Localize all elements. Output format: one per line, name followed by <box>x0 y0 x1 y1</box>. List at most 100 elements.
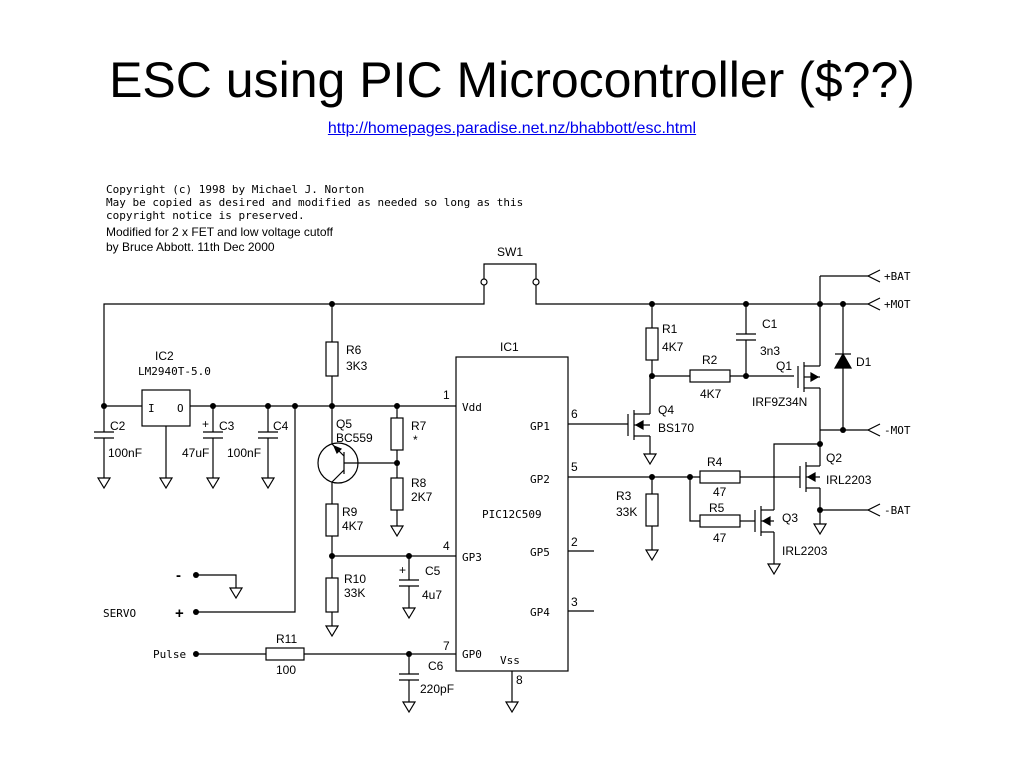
copyright-note: Copyright (c) 1998 by Michael J. Norton … <box>106 183 523 222</box>
mosfet-q1: Q1 IRF9Z34N <box>752 301 823 430</box>
svg-text:4u7: 4u7 <box>422 588 442 602</box>
svg-text:C5: C5 <box>425 564 441 578</box>
pulse-label: Pulse <box>153 648 186 661</box>
plus-bat-label: +BAT <box>884 270 911 283</box>
svg-text:33K: 33K <box>344 586 365 600</box>
plus-mot-label: +MOT <box>884 298 911 311</box>
svg-text:3: 3 <box>571 595 578 609</box>
svg-text:R11: R11 <box>276 632 297 646</box>
svg-text:IRL2203: IRL2203 <box>782 544 828 558</box>
servo-label: SERVO <box>103 607 136 620</box>
gp3-net <box>329 553 456 559</box>
ic2-label: IC2 <box>155 349 174 363</box>
svg-text:R4: R4 <box>707 455 723 469</box>
svg-text:-: - <box>176 567 181 584</box>
svg-text:Q1: Q1 <box>776 359 792 373</box>
svg-text:3n3: 3n3 <box>760 344 780 358</box>
source-link[interactable]: http://homepages.paradise.net.nz/bhabbot… <box>327 120 697 137</box>
top-rail <box>103 276 821 406</box>
svg-text:R5: R5 <box>709 501 725 515</box>
svg-text:Q2: Q2 <box>826 451 842 465</box>
svg-text:IRF9Z34N: IRF9Z34N <box>752 395 807 409</box>
svg-text:4: 4 <box>443 539 450 553</box>
modified-note: Modified for 2 x FET and low voltage cut… <box>106 225 334 254</box>
resistor-r11: R11 100 <box>265 632 456 677</box>
mosfet-q3: Q3 IRL2203 <box>754 506 828 576</box>
svg-text:220pF: 220pF <box>420 682 454 696</box>
capacitor-c2: C2 100nF <box>94 406 142 490</box>
capacitor-c6: C6 220pF <box>399 651 454 714</box>
resistor-r6: R6 3K3 <box>325 301 368 406</box>
vss-ground <box>504 671 520 714</box>
svg-text:100nF: 100nF <box>108 446 142 460</box>
sw1-label: SW1 <box>497 245 523 259</box>
svg-text:6: 6 <box>571 407 578 421</box>
svg-text:R8: R8 <box>411 476 427 490</box>
svg-text:8: 8 <box>516 673 523 687</box>
capacitor-c5: + C5 4u7 <box>399 556 442 620</box>
svg-text:IRL2203: IRL2203 <box>826 473 872 487</box>
svg-text:BS170: BS170 <box>658 421 694 435</box>
svg-text:5: 5 <box>571 460 578 474</box>
svg-text:I: I <box>148 402 155 415</box>
pulse-input: Pulse <box>153 648 266 661</box>
svg-text:D1: D1 <box>856 355 872 369</box>
ic1-label: IC1 <box>500 340 519 354</box>
resistor-r3: R3 33K <box>616 477 660 562</box>
svg-text:7: 7 <box>443 639 450 653</box>
ic1-pic12c509: IC1 PIC12C509 Vdd GP1 GP2 GP3 GP5 GP4 GP… <box>443 340 594 687</box>
servo-connector: - + SERVO <box>103 403 298 622</box>
mosfet-q2: Q2 IRL2203 <box>773 430 872 536</box>
svg-text:4K7: 4K7 <box>662 340 684 354</box>
svg-text:May be copied as desired and m: May be copied as desired and modified as… <box>106 196 523 209</box>
pin-gp5: GP5 <box>530 546 550 559</box>
capacitor-c3: + C3 47uF <box>182 406 235 490</box>
svg-text:1: 1 <box>443 388 450 402</box>
svg-text:Q4: Q4 <box>658 403 674 417</box>
svg-text:C2: C2 <box>110 419 126 433</box>
svg-text:R7: R7 <box>411 419 427 433</box>
ic1-part: PIC12C509 <box>482 508 542 521</box>
resistor-r2: R2 4K7 <box>652 353 794 401</box>
svg-text:R3: R3 <box>616 489 632 503</box>
svg-text:C4: C4 <box>273 419 289 433</box>
svg-text:47: 47 <box>713 485 727 499</box>
svg-text:O: O <box>177 402 184 415</box>
pin-gp3: GP3 <box>462 551 482 564</box>
svg-text:+: + <box>399 563 406 577</box>
svg-text:R2: R2 <box>702 353 718 367</box>
diode-d1: D1 <box>820 301 872 433</box>
resistor-r1: R1 4K7 <box>645 301 684 379</box>
transistor-q5: Q5 BC559 <box>317 406 400 484</box>
resistor-r8: R8 2K7 <box>389 463 433 538</box>
svg-text:C1: C1 <box>762 317 778 331</box>
pin-gp4: GP4 <box>530 606 550 619</box>
minus-bat-label: -BAT <box>884 504 911 517</box>
capacitor-c1: C1 3n3 <box>736 301 780 376</box>
svg-text:R6: R6 <box>346 343 362 357</box>
minus-mot-label: -MOT <box>884 424 911 437</box>
svg-text:+: + <box>202 417 209 431</box>
svg-text:R1: R1 <box>662 322 678 336</box>
pin-vss: Vss <box>500 654 520 667</box>
svg-text:100: 100 <box>276 663 296 677</box>
svg-text:BC559: BC559 <box>336 431 373 445</box>
switch-sw1: SW1 <box>480 245 540 286</box>
resistor-r4: R4 47 <box>699 455 800 499</box>
svg-text:Copyright (c) 1998 by Michael: Copyright (c) 1998 by Michael J. Norton <box>106 183 364 196</box>
ic2-lm2940: IC2 LM2940T-5.0 I O <box>138 349 211 490</box>
svg-text:100nF: 100nF <box>227 446 261 460</box>
svg-text:+: + <box>175 605 184 622</box>
svg-text:*: * <box>413 433 418 447</box>
svg-text:R10: R10 <box>344 572 366 586</box>
ic2-part: LM2940T-5.0 <box>138 365 211 378</box>
slide-title: ESC using PIC Microcontroller ($??) <box>109 52 915 108</box>
pin-gp0: GP0 <box>462 648 482 661</box>
resistor-r5: R5 47 <box>699 501 755 545</box>
svg-text:R9: R9 <box>342 505 358 519</box>
svg-text:33K: 33K <box>616 505 637 519</box>
svg-text:47: 47 <box>713 531 727 545</box>
resistor-r9: R9 4K7 <box>325 482 364 556</box>
svg-text:47uF: 47uF <box>182 446 209 460</box>
